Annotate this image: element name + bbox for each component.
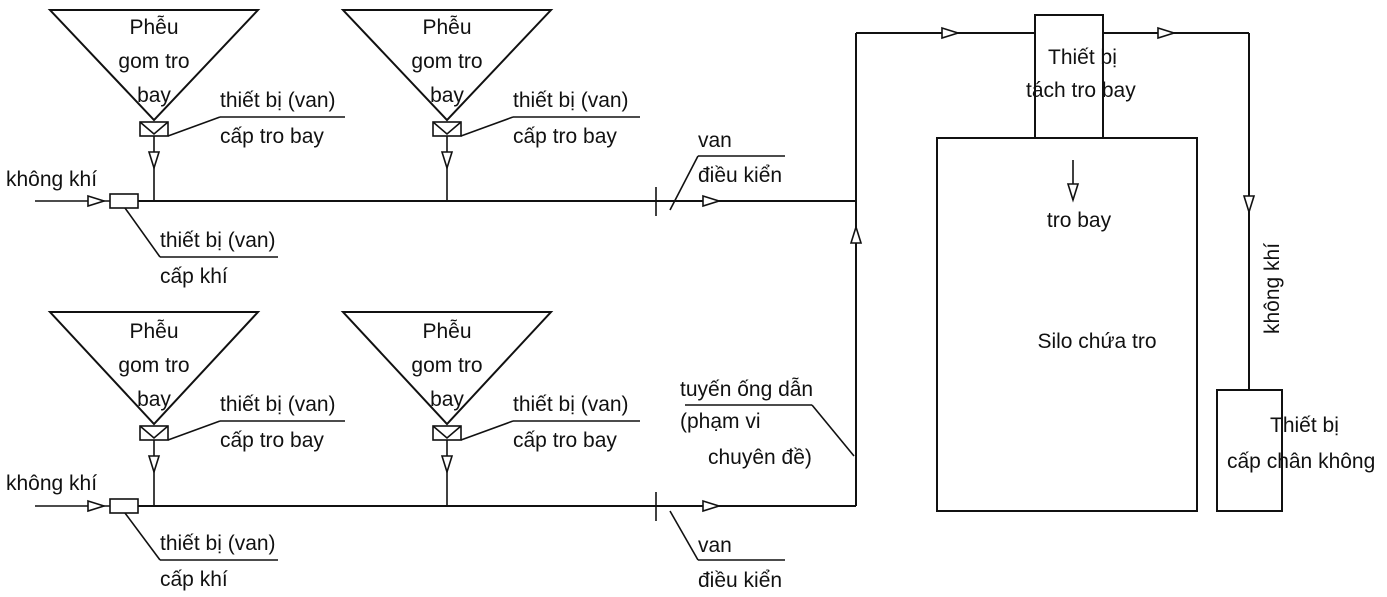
- feeder-valve-1-label-1: thiết bị (van): [220, 89, 336, 112]
- vacuum-label-1: Thiết bị: [1270, 414, 1339, 437]
- ash-separator: Thiết bị tách tro bay: [1026, 14, 1136, 139]
- separator-label-2: tách tro bay: [1026, 79, 1136, 102]
- air-valve-top-label-2: cấp khí: [160, 265, 228, 288]
- silo: Silo chứa tro tro bay: [936, 137, 1198, 512]
- hopper-4-label-2: gom tro: [411, 354, 482, 377]
- hopper-1-label-1: Phễu: [129, 16, 178, 39]
- hopper-4-label-1: Phễu: [422, 320, 471, 343]
- pipeline-label: tuyến ống dẫn (phạm vi chuyên đề): [680, 378, 855, 469]
- hopper-1-label-3: bay: [137, 84, 171, 107]
- control-valve-top-label-2: điều kiển: [698, 164, 782, 187]
- pipeline-label-1: tuyến ống dẫn: [680, 378, 813, 401]
- hopper-2-label-3: bay: [430, 84, 464, 107]
- flow-arrow-right-header: [941, 27, 959, 39]
- hopper-3-label-1: Phễu: [129, 320, 178, 343]
- control-valve-bottom-label-2: điều kiển: [698, 569, 782, 592]
- hopper-2: Phễu gom tro bay: [340, 9, 554, 122]
- feeder-valve-1: thiết bị (van) cấp tro bay: [139, 89, 345, 148]
- control-valve-top: van điều kiển: [655, 129, 785, 216]
- feeder-valve-2: thiết bị (van) cấp tro bay: [432, 89, 640, 148]
- feeder-valve-4-label-1: thiết bị (van): [513, 393, 629, 416]
- control-valve-bottom: van điều kiển: [655, 492, 785, 592]
- hopper-1: Phễu gom tro bay: [47, 9, 261, 122]
- flow-arrow-down-1: [148, 151, 160, 169]
- hopper-2-label-2: gom tro: [411, 50, 482, 73]
- hopper-4-label-3: bay: [430, 388, 464, 411]
- air-valve-top-label-1: thiết bị (van): [160, 229, 276, 252]
- air-inlet-label-top: không khí: [6, 168, 97, 191]
- top-branch: Phễu gom tro bay thiết bị (van) cấp tro …: [6, 9, 856, 288]
- control-valve-top-label-1: van: [698, 129, 732, 152]
- silo-label: Silo chứa tro: [1037, 330, 1156, 353]
- bottom-branch: Phễu gom tro bay thiết bị (van) cấp tro …: [6, 311, 856, 592]
- feeder-valve-1-label-2: cấp tro bay: [220, 125, 324, 148]
- vacuum-pump: Thiết bị cấp chân không: [1216, 389, 1375, 512]
- hopper-1-label-2: gom tro: [118, 50, 189, 73]
- flow-arrow-right-vacuum: [1157, 27, 1175, 39]
- flow-arrow-down-2: [441, 151, 453, 169]
- air-valve-bottom-label-1: thiết bị (van): [160, 532, 276, 555]
- fly-ash-label: tro bay: [1047, 209, 1112, 232]
- feeder-valve-3: thiết bị (van) cấp tro bay: [139, 393, 345, 452]
- feeder-valve-3-label-2: cấp tro bay: [220, 429, 324, 452]
- flow-arrow-right-bottom: [702, 500, 720, 512]
- fly-ash-arrow-down: [1067, 183, 1079, 201]
- feeder-valve-3-label-1: thiết bị (van): [220, 393, 336, 416]
- flow-arrow-down-3: [148, 455, 160, 473]
- hopper-3: Phễu gom tro bay: [47, 311, 261, 426]
- hopper-2-label-1: Phễu: [422, 16, 471, 39]
- hopper-4: Phễu gom tro bay: [340, 311, 554, 426]
- air-arrow-bottom: [87, 500, 105, 512]
- air-valve-top: thiết bị (van) cấp khí: [109, 193, 278, 288]
- feeder-valve-2-label-1: thiết bị (van): [513, 89, 629, 112]
- vacuum-line: không khí: [1103, 27, 1284, 390]
- riser-pipeline: tuyến ống dẫn (phạm vi chuyên đề): [680, 27, 1035, 506]
- pipeline-label-2: (phạm vi: [680, 410, 761, 433]
- air-valve-bottom-label-2: cấp khí: [160, 568, 228, 591]
- pipeline-label-3: chuyên đề): [708, 446, 812, 469]
- vacuum-label-2: cấp chân không: [1227, 450, 1375, 473]
- feeder-valve-4-label-2: cấp tro bay: [513, 429, 617, 452]
- flow-arrow-down-vacuum: [1243, 195, 1255, 213]
- hopper-3-label-2: gom tro: [118, 354, 189, 377]
- feeder-valve-4: thiết bị (van) cấp tro bay: [432, 393, 640, 452]
- flow-arrow-right-top: [702, 195, 720, 207]
- flow-arrow-down-4: [441, 455, 453, 473]
- separator-label-1: Thiết bị: [1048, 46, 1117, 69]
- air-valve-bottom: thiết bị (van) cấp khí: [109, 498, 278, 591]
- air-inlet-label-bottom: không khí: [6, 472, 97, 495]
- control-valve-bottom-label-1: van: [698, 534, 732, 557]
- feeder-valve-2-label-2: cấp tro bay: [513, 125, 617, 148]
- vacuum-air-label: không khí: [1261, 243, 1284, 334]
- air-arrow-top: [87, 195, 105, 207]
- hopper-3-label-3: bay: [137, 388, 171, 411]
- flow-arrow-up: [850, 226, 862, 244]
